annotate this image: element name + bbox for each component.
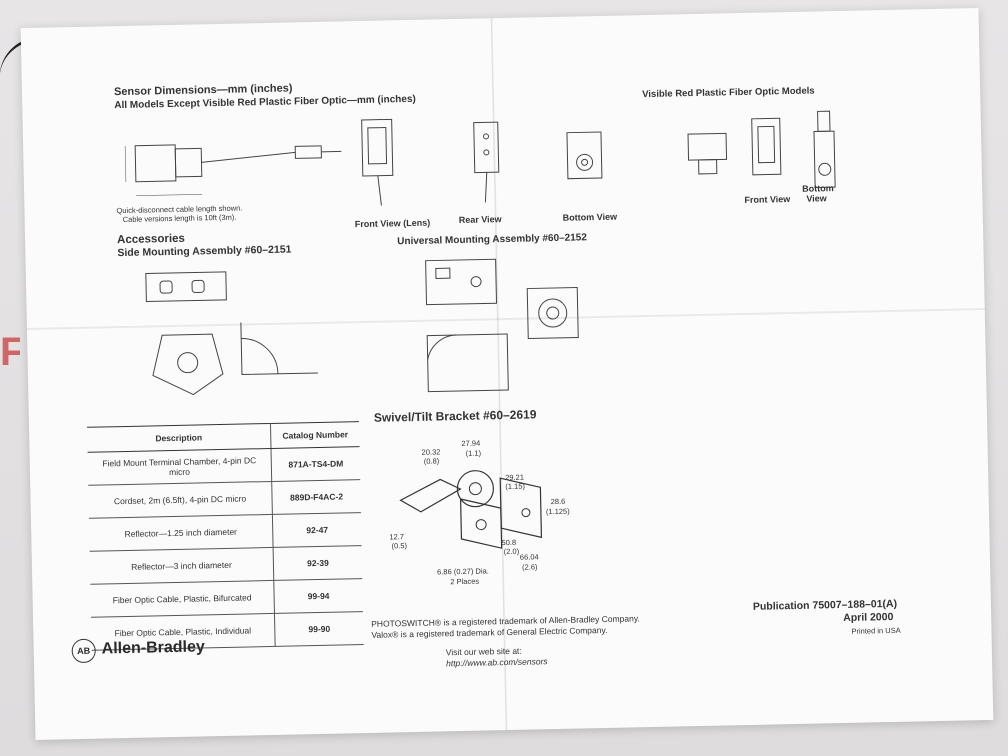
sensor-dimensions-title: Sensor Dimensions—mm (inches)	[113, 82, 293, 99]
swivel-dim-6b: (2.0)	[503, 546, 520, 557]
universal-mount-drawing-3	[426, 333, 509, 393]
row-catalog-number: 92-47	[272, 512, 362, 548]
row-catalog-number: 99-94	[273, 578, 363, 614]
row-description: Field Mount Terminal Chamber, 4-pin DC m…	[87, 448, 272, 486]
accessories-title: Accessories	[116, 232, 186, 247]
visit-text: Visit our web site at:	[445, 645, 522, 658]
row-catalog-number: 92-39	[273, 545, 363, 581]
website-link: http://www.ab.com/sensors	[445, 656, 548, 669]
swivel-dim-2b: (1.1)	[465, 448, 482, 458]
row-description: Reflector—3 inch diameter	[89, 547, 274, 585]
swivel-hole-dim: 6.86 (0.27) Dia.	[437, 566, 489, 577]
side-mount-angle-drawing	[240, 322, 318, 376]
bottom-view-label: Bottom View	[562, 211, 618, 223]
rear-view-label: Rear View	[458, 214, 502, 225]
vr-front-view-label: Front View	[744, 194, 791, 205]
swivel-dim-5b: (0.5)	[391, 541, 408, 551]
universal-mount-drawing-2	[526, 287, 579, 340]
swivel-dim-3: 29.21	[505, 472, 525, 483]
row-description: Reflector—1.25 inch diameter	[88, 514, 274, 552]
swivel-dim-4b: (1.125)	[545, 506, 570, 517]
swivel-dim-6: 50.8	[501, 537, 517, 548]
cable-note-2: Cable versions length is 10ft (3m).	[122, 212, 237, 225]
swivel-dim-5: 12.7	[389, 532, 405, 542]
bottom-view-drawing	[566, 131, 603, 180]
printed-in: Printed in USA	[851, 625, 901, 636]
datasheet-page: Sensor Dimensions—mm (inches) All Models…	[20, 8, 994, 740]
row-description: Cordset, 2m (6.5ft), 4-pin DC micro	[88, 481, 273, 519]
brand-name: Allen-Bradley	[101, 638, 205, 658]
ab-logo-icon: AB	[71, 638, 96, 664]
catalog-table: Description Catalog Number Field Mount T…	[87, 421, 364, 651]
front-view-drawing	[361, 118, 394, 206]
sensor-side-drawing	[124, 144, 342, 197]
row-catalog-number: 889D-F4AC-2	[271, 479, 361, 515]
header-catalog-number: Catalog Number	[270, 421, 360, 449]
visible-red-title: Visible Red Plastic Fiber Optic Models	[642, 85, 815, 101]
vr-bottom-view-label-2: View	[806, 193, 827, 204]
swivel-dim-7b: (2.6)	[521, 562, 538, 572]
background-red-text-left: F	[0, 330, 20, 370]
rear-view-drawing	[473, 121, 500, 203]
swivel-dim-1: 20.32	[421, 447, 441, 457]
visible-red-drawings	[687, 110, 836, 189]
swivel-bracket-drawing	[399, 470, 543, 549]
swivel-dim-4: 28.6	[550, 496, 566, 507]
swivel-dim-1b: (0.8)	[423, 456, 440, 466]
side-mount-title: Side Mounting Assembly #60–2151	[117, 243, 292, 260]
side-mount-top-drawing	[152, 333, 224, 396]
header-description: Description	[87, 423, 272, 453]
swivel-dim-3b: (1.15)	[505, 481, 526, 492]
row-catalog-number: 99-90	[274, 611, 364, 647]
swivel-dim-7: 66.04	[519, 552, 539, 562]
swivel-title: Swivel/Tilt Bracket #60–2619	[373, 407, 537, 425]
row-catalog-number: 871A-TS4-DM	[271, 446, 361, 482]
row-description: Fiber Optic Cable, Plastic, Bifurcated	[90, 580, 275, 618]
side-mount-drawing	[145, 271, 227, 303]
universal-mount-drawing-1	[425, 258, 498, 306]
swivel-dim-2: 27.94	[461, 438, 481, 448]
swivel-hole-count: 2 Places	[450, 576, 480, 587]
universal-mount-title: Universal Mounting Assembly #60–2152	[397, 232, 587, 248]
vr-bottom-view-label-1: Bottom	[802, 183, 834, 194]
allen-bradley-logo: AB Allen-Bradley	[71, 638, 205, 664]
publication-date: April 2000	[843, 610, 894, 625]
front-view-label: Front View (Lens)	[354, 217, 431, 230]
